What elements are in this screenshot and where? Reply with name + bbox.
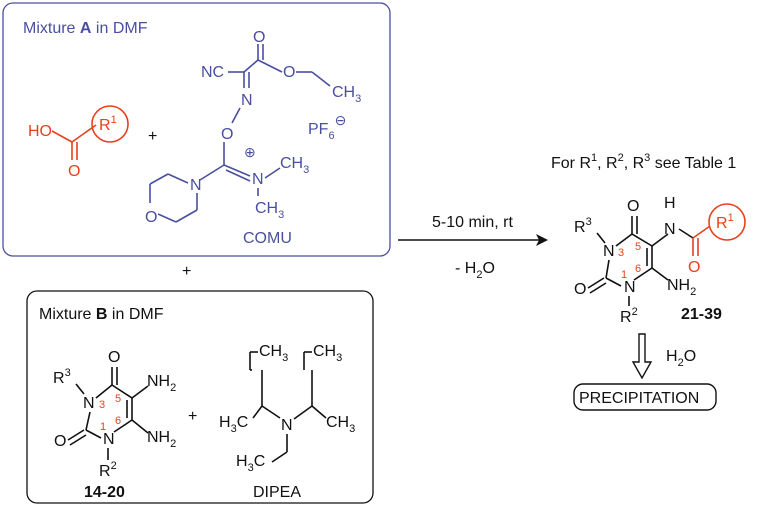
r1-circle <box>91 105 129 143</box>
diaminouracil-structure: R3 N 3 O 5 NH2 6 NH2 N 1 O R2 14-20 <box>53 349 176 501</box>
product-r1: R1 <box>716 212 734 232</box>
comu-ester-o-top: O <box>253 29 265 46</box>
product-amide-h: H <box>664 195 676 212</box>
uracil-r2: R2 <box>99 460 117 480</box>
mixture-b-title: Mixture B in DMF <box>39 306 164 323</box>
dipea-ch3-b: CH3 <box>313 343 342 364</box>
dipea-ch3-c: CH3 <box>326 414 355 435</box>
plus-sign-b: + <box>188 408 197 425</box>
product-amide-n: N <box>664 221 676 238</box>
acid-o-label: O <box>68 163 80 180</box>
uracil-c6-num: 6 <box>115 415 121 427</box>
product-r1-circle <box>708 203 746 241</box>
product-n3: N <box>603 243 615 260</box>
comu-morpholine-n: N <box>190 177 202 194</box>
uracil-o-left: O <box>54 433 66 450</box>
dipea-name: DIPEA <box>253 484 301 501</box>
comu-me1: CH3 <box>280 155 309 176</box>
comu-ethyl-ch3: CH3 <box>332 84 361 105</box>
product-compound-number: 21-39 <box>681 306 722 323</box>
product-n1-num: 1 <box>621 269 627 281</box>
comu-ester-o: O <box>283 64 295 81</box>
arrow-byproduct: - H2O <box>455 260 495 281</box>
comu-plus-charge: ⊕ <box>244 144 256 160</box>
arrow-conditions: 5-10 min, rt <box>432 214 513 231</box>
plus-between-mixtures: + <box>182 263 191 280</box>
product-c5-num: 5 <box>635 241 641 253</box>
uracil-nh2-b: NH2 <box>147 429 176 450</box>
plus-sign-a: + <box>148 128 157 145</box>
uracil-n3-num: 3 <box>99 399 105 411</box>
dipea-h3c-b: H3C <box>236 453 265 474</box>
comu-me2: CH3 <box>255 200 284 221</box>
uracil-o-top: O <box>108 349 120 366</box>
product-o-top: O <box>627 198 639 215</box>
comu-oxime-n: N <box>241 92 253 109</box>
mixture-a-box <box>2 2 391 257</box>
product-n3-num: 3 <box>618 247 624 259</box>
precipitation-label: PRECIPITATION <box>579 390 699 407</box>
comu-pf6: PF6⊖ <box>308 112 346 142</box>
precipitation-water: H2O <box>666 348 696 369</box>
acid-r1-label: R1 <box>99 114 117 134</box>
product-amide-o: O <box>688 259 700 276</box>
mixture-a-title: Mixture A in DMF <box>23 20 148 37</box>
comu-link-o: O <box>221 126 233 143</box>
product-c6-num: 6 <box>635 263 641 275</box>
uracil-nh2-a: NH2 <box>147 373 176 394</box>
product-n1: N <box>624 279 636 296</box>
comu-name: COMU <box>243 230 292 247</box>
uracil-c5-num: 5 <box>115 393 121 405</box>
reaction-arrow: 5-10 min, rt - H2O <box>398 214 548 281</box>
comu-dimethyl-n: N <box>252 171 264 188</box>
uracil-n1-num: 1 <box>100 421 106 433</box>
precipitation-box <box>573 383 717 411</box>
dipea-n: N <box>281 417 293 434</box>
product-o-left: O <box>574 281 586 298</box>
precipitation-arrow: H2O <box>631 333 696 380</box>
comu-morpholine-o: O <box>145 209 157 226</box>
comu-structure: NC O O CH3 N O ⊕ N CH3 CH3 PF6⊖ N O CO <box>145 29 361 247</box>
product-r2: R2 <box>620 306 638 326</box>
dipea-ch3-a: CH3 <box>259 343 288 364</box>
product-r3: R3 <box>574 216 592 236</box>
dipea-structure: CH3 CH3 H3C N CH3 H3C DIPEA <box>219 343 355 501</box>
uracil-n3: N <box>83 395 95 412</box>
product-nh2: NH2 <box>667 277 696 298</box>
uracil-compound-number: 14-20 <box>84 484 125 501</box>
uracil-r3: R3 <box>53 367 71 387</box>
carboxylic-acid: HO O R1 <box>28 105 129 180</box>
comu-nc-label: NC <box>201 64 224 81</box>
acid-ho-label: HO <box>28 123 52 140</box>
uracil-n1: N <box>103 431 115 448</box>
product-structure: R3 N 3 O 5 H N O R1 6 NH2 N 1 O R2 21-39 <box>574 195 746 326</box>
dipea-h3c-a: H3C <box>219 414 248 435</box>
mixture-b-box <box>26 290 374 504</box>
product-note: For R1, R2, R3 see Table 1 <box>551 152 736 172</box>
